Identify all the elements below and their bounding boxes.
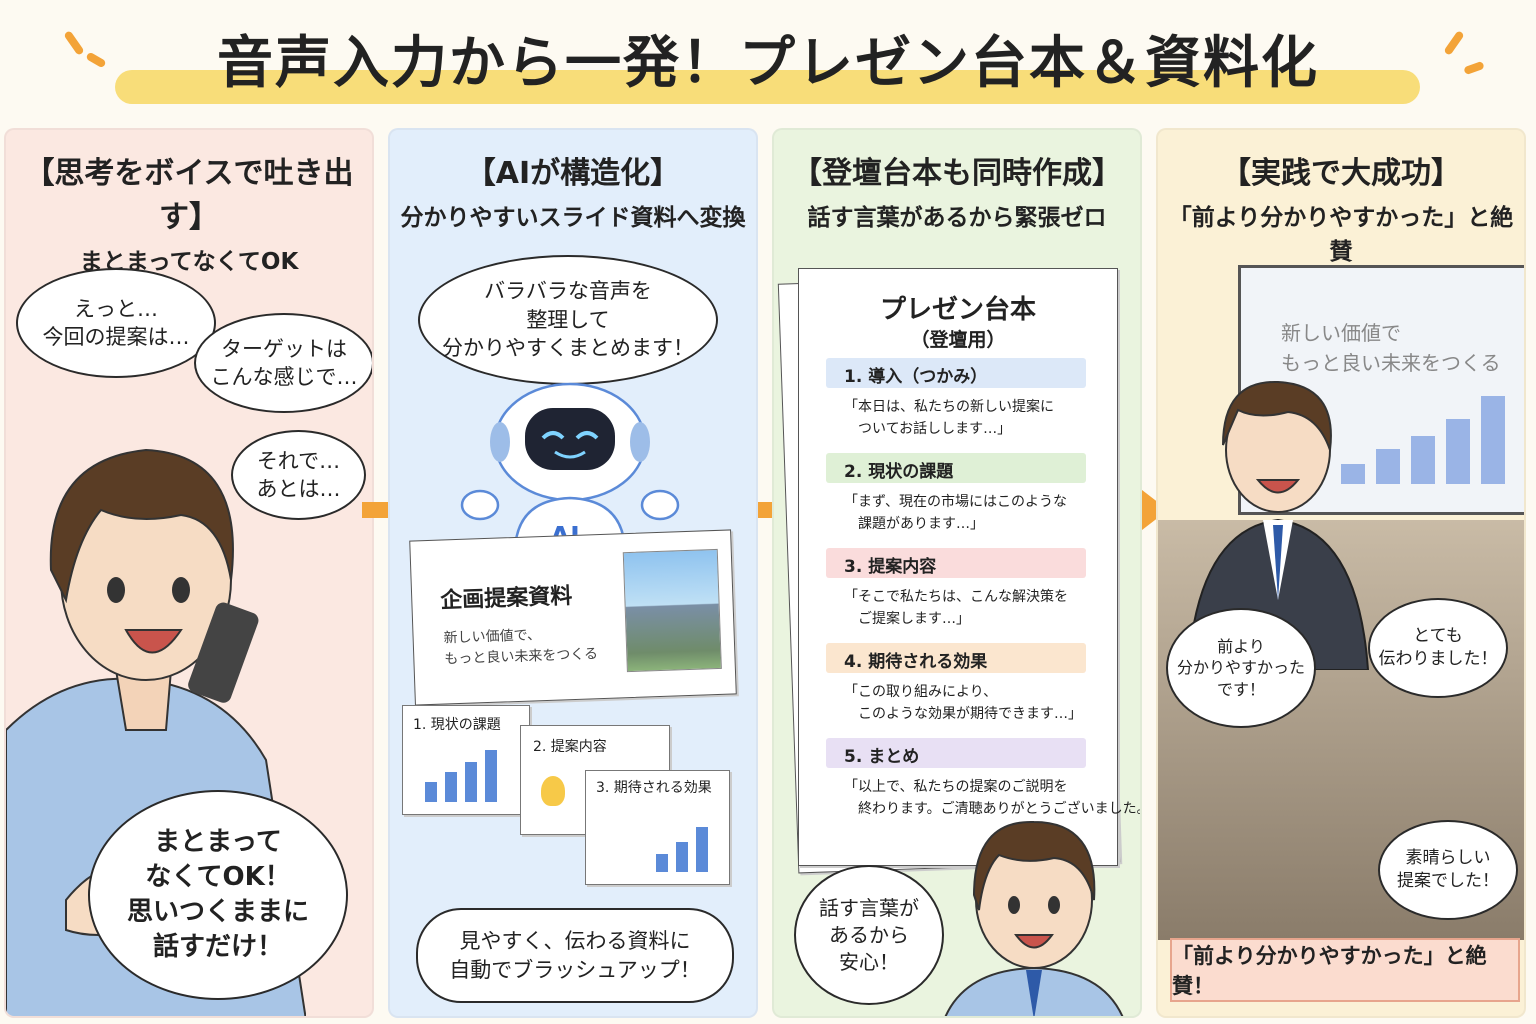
- panel-heading: 【思考をボイスで吐き出す】: [24, 156, 354, 235]
- title-highlight-band: [115, 70, 1420, 104]
- speech-bubble: バラバラな音声を 整理して 分かりやすくまとめます！: [418, 255, 718, 385]
- bar: [425, 782, 437, 802]
- praise-banner: 「前より分かりやすかった」と絶賛！: [1170, 938, 1520, 1002]
- panel-subheading: まとまってなくてOK: [79, 249, 299, 275]
- bar: [1411, 436, 1435, 484]
- script-section-label: 5. まとめ: [826, 738, 1086, 768]
- script-section-text: 「本日は、私たちの新しい提案に ついてお話しします…」: [844, 399, 1054, 438]
- bar: [1446, 419, 1470, 484]
- bar: [485, 750, 497, 802]
- script-section-label: 2. 現状の課題: [826, 453, 1086, 483]
- script-section-label: 4. 期待される効果: [826, 643, 1086, 673]
- panel-heading: 【実践で大成功】: [1221, 156, 1461, 191]
- bar: [1376, 449, 1400, 484]
- speech-bubble: 素晴らしい 提案でした！: [1378, 820, 1518, 920]
- script-section-label: 3. 提案内容: [826, 548, 1086, 578]
- speech-bubble: えっと… 今回の提案は…: [16, 268, 216, 378]
- script-section-text: 「まず、現在の市場にはこのような 課題があります…」: [844, 494, 1068, 533]
- bar: [1481, 396, 1505, 484]
- bar: [465, 762, 477, 802]
- title-area: 音声入力から一発！プレゼン台本＆資料化: [0, 0, 1536, 120]
- panel-heading: 【登壇台本も同時作成】: [792, 156, 1122, 191]
- mini-slide: 3. 期待される効果: [585, 770, 730, 885]
- presenter-smiling-illustration: [944, 820, 1124, 1016]
- caption-box: 見やすく、伝わる資料に 自動でブラッシュアップ！: [416, 908, 734, 1003]
- city-photo: [622, 548, 722, 673]
- panel-header: 【AIが構造化】 分かりやすいスライド資料へ変換: [390, 130, 756, 232]
- panel-header: 【実践で大成功】 「前より分かりやすかった」と絶賛: [1158, 130, 1524, 266]
- mini-slide: 1. 現状の課題: [402, 705, 530, 815]
- script-section-text: 「そこで私たちは、こんな解決策を ご提案します…」: [844, 589, 1068, 628]
- script-title: プレゼン台本: [879, 295, 1036, 325]
- bar: [445, 772, 457, 802]
- script-section-label: 1. 導入（つかみ）: [826, 358, 1086, 388]
- speech-bubble: 前より 分かりやすかった です！: [1166, 608, 1316, 728]
- script-section-text: 「以上で、私たちの提案のご説明を 終わります。ご清聴ありがとうございました。」: [844, 779, 1142, 818]
- panel-script: 【登壇台本も同時作成】 話す言葉があるから緊張ゼロ プレゼン台本 （登壇用） 話…: [772, 128, 1142, 1018]
- panel-success: 【実践で大成功】 「前より分かりやすかった」と絶賛 新しい価値で もっと良い未来…: [1156, 128, 1526, 1018]
- panel-header: 【思考をボイスで吐き出す】 まとまってなくてOK: [6, 130, 372, 276]
- panel-subheading: 分かりやすいスライド資料へ変換: [400, 205, 746, 231]
- mini-slide-label: 3. 期待される効果: [596, 780, 712, 796]
- speech-bubble: とても 伝わりました！: [1368, 598, 1508, 698]
- panel-ai: 【AIが構造化】 分かりやすいスライド資料へ変換 バラバラな音声を 整理して 分…: [388, 128, 758, 1018]
- panel-subheading: 話す言葉があるから緊張ゼロ: [807, 205, 1107, 231]
- bar: [676, 842, 688, 872]
- robot-icon: [460, 382, 680, 550]
- panel-voice: 【思考をボイスで吐き出す】 まとまってなくてOK えっと… 今回の提案は… ター…: [4, 128, 374, 1018]
- mini-slide-label: 1. 現状の課題: [413, 717, 501, 733]
- speech-bubble-big: まとまって なくてOK！ 思いつくままに 話すだけ！: [88, 790, 348, 1000]
- panel-heading: 【AIが構造化】: [465, 156, 681, 191]
- slide-body: 新しい価値で、 もっと良い未来をつくる: [443, 627, 599, 668]
- panel-header: 【登壇台本も同時作成】 話す言葉があるから緊張ゼロ: [774, 130, 1140, 232]
- speech-bubble: 話す言葉が あるから 安心！: [794, 865, 944, 1005]
- slide-card: 企画提案資料 新しい価値で、 もっと良い未来をつくる: [409, 529, 737, 706]
- page-title: 音声入力から一発！プレゼン台本＆資料化: [217, 31, 1319, 96]
- bar: [656, 854, 668, 872]
- mini-slide-label: 2. 提案内容: [533, 739, 607, 755]
- panel-subheading: 「前より分かりやすかった」と絶賛: [1168, 205, 1514, 265]
- script-subtitle: （登壇用）: [910, 329, 1006, 351]
- script-section-text: 「この取り組みにより、 このような効果が期待できます…」: [844, 684, 1082, 723]
- speech-bubble: ターゲットは こんな感じで…: [194, 313, 372, 413]
- speech-bubble: それで… あとは…: [231, 430, 366, 520]
- slide-title: 企画提案資料: [439, 584, 573, 614]
- bar: [1341, 464, 1365, 484]
- screen-text: 新しい価値で もっと良い未来をつくる: [1281, 321, 1501, 375]
- lightbulb-icon: [541, 776, 565, 806]
- bar: [696, 827, 708, 872]
